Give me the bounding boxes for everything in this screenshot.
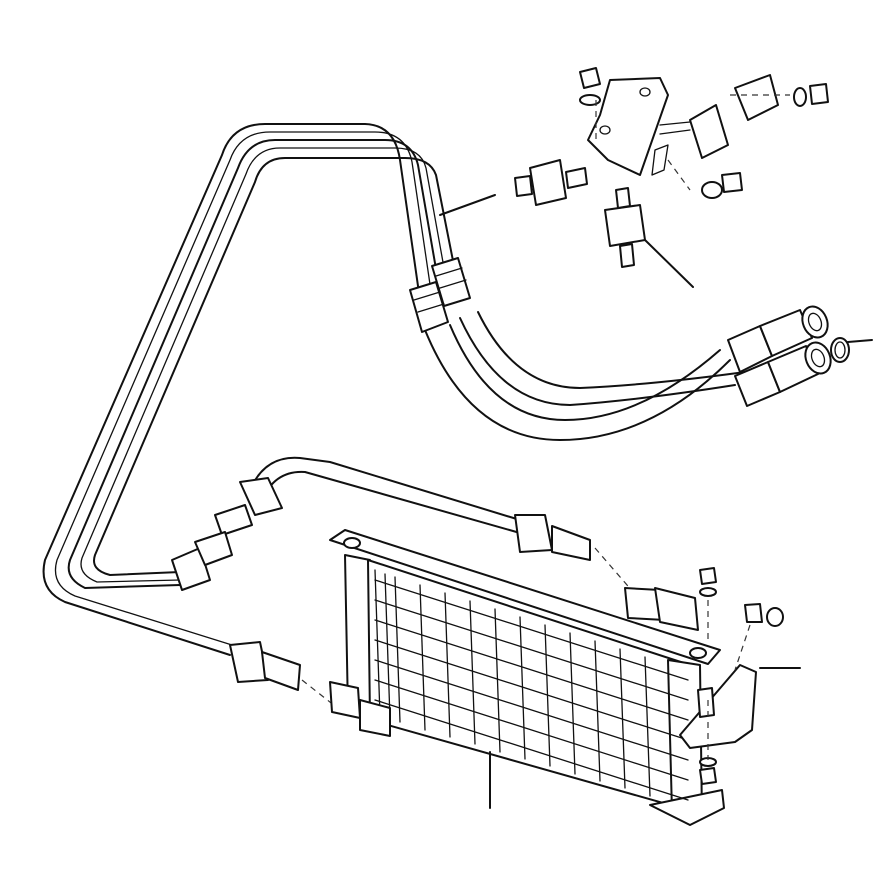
leader-pipes xyxy=(439,194,496,216)
cooler-feed-pipe xyxy=(214,456,641,601)
leader-rubber-mounting xyxy=(644,239,694,288)
hose-end-fittings xyxy=(727,305,832,407)
leader-lines xyxy=(439,194,873,809)
rubber-mountings[interactable] xyxy=(514,159,646,268)
flexible-hoses xyxy=(424,311,746,441)
sealing-washer-o-ring xyxy=(830,337,850,363)
upper-union-nuts xyxy=(409,257,471,333)
oil-cooler[interactable] xyxy=(329,529,725,826)
cooler-bracket[interactable] xyxy=(679,664,757,749)
pipe-clips[interactable] xyxy=(659,74,779,159)
leader-o-ring xyxy=(847,339,873,343)
cooler-core-fins xyxy=(374,569,689,801)
cooler-pipes xyxy=(42,123,459,656)
mounting-bracket[interactable] xyxy=(587,77,669,176)
nuts-and-washers xyxy=(579,67,829,785)
assembly-guide-lines xyxy=(595,94,790,760)
lower-left-unions xyxy=(171,531,341,711)
